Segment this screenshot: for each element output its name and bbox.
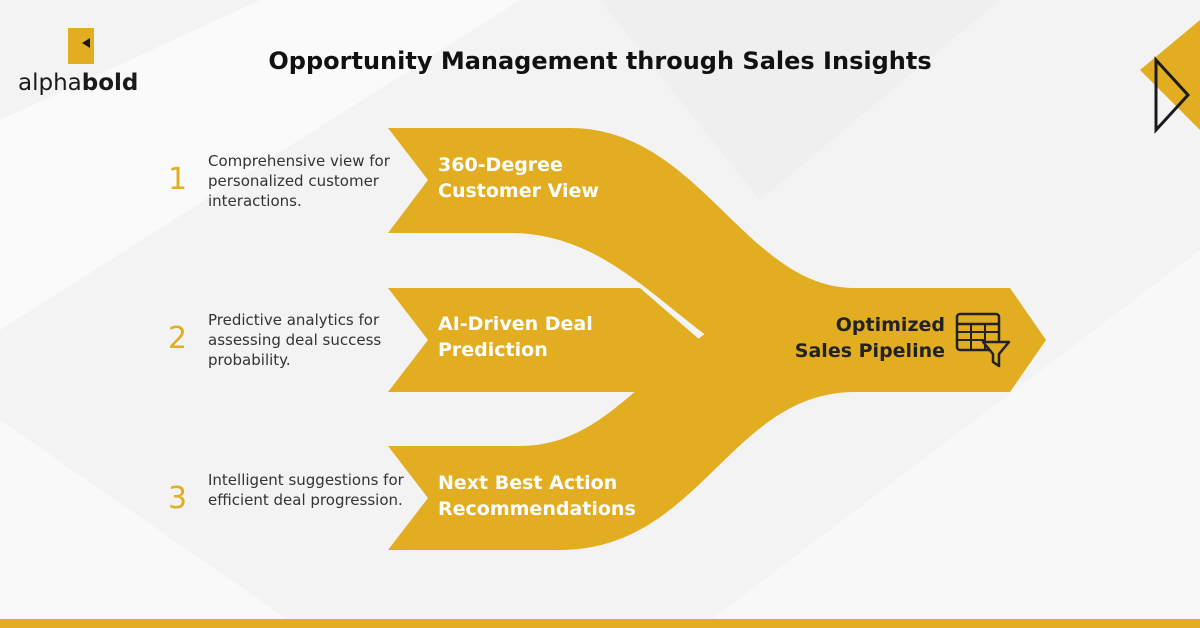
branch-bottom-shape bbox=[388, 288, 855, 550]
table-filter-icon bbox=[955, 312, 1011, 368]
corner-play-icon bbox=[1140, 20, 1200, 134]
step-label-1-line1: 360-Degree bbox=[438, 154, 563, 176]
step-label-1-line2: Customer View bbox=[438, 180, 599, 202]
step-label-3: Next Best Action Recommendations bbox=[438, 470, 658, 522]
step-label-1: 360-Degree Customer View bbox=[438, 152, 658, 204]
step-number-1: 1 bbox=[168, 162, 188, 197]
step-description-2: Predictive analytics for assessing deal … bbox=[208, 311, 382, 369]
step-label-3-line2: Recommendations bbox=[438, 498, 636, 520]
page-title: Opportunity Management through Sales Ins… bbox=[268, 47, 932, 75]
step-label-2-line2: Prediction bbox=[438, 339, 548, 361]
step-number-2: 2 bbox=[168, 321, 188, 356]
logo-mark-notch bbox=[82, 38, 90, 48]
step-number-3: 3 bbox=[168, 481, 188, 516]
logo-wordmark: alphabold bbox=[18, 70, 138, 96]
bottom-accent-bar bbox=[0, 619, 1200, 628]
step-description-3: Intelligent suggestions for efficient de… bbox=[208, 471, 404, 509]
step-description-1: Comprehensive view for personalized cust… bbox=[208, 152, 390, 210]
step-label-3-line1: Next Best Action bbox=[438, 472, 618, 494]
result-label-line1: Optimized bbox=[835, 314, 945, 336]
branch-top-shape bbox=[388, 128, 1046, 392]
logo-word-bold: bold bbox=[81, 70, 139, 96]
branch-middle-shape bbox=[388, 288, 700, 392]
result-label: Optimized Sales Pipeline bbox=[770, 312, 945, 364]
step-label-2: AI-Driven Deal Prediction bbox=[438, 311, 658, 363]
result-label-line2: Sales Pipeline bbox=[794, 340, 945, 362]
step-label-2-line1: AI-Driven Deal bbox=[438, 313, 593, 335]
logo-word-light: alpha bbox=[18, 70, 82, 96]
alphabold-logo: alphabold bbox=[18, 28, 148, 100]
